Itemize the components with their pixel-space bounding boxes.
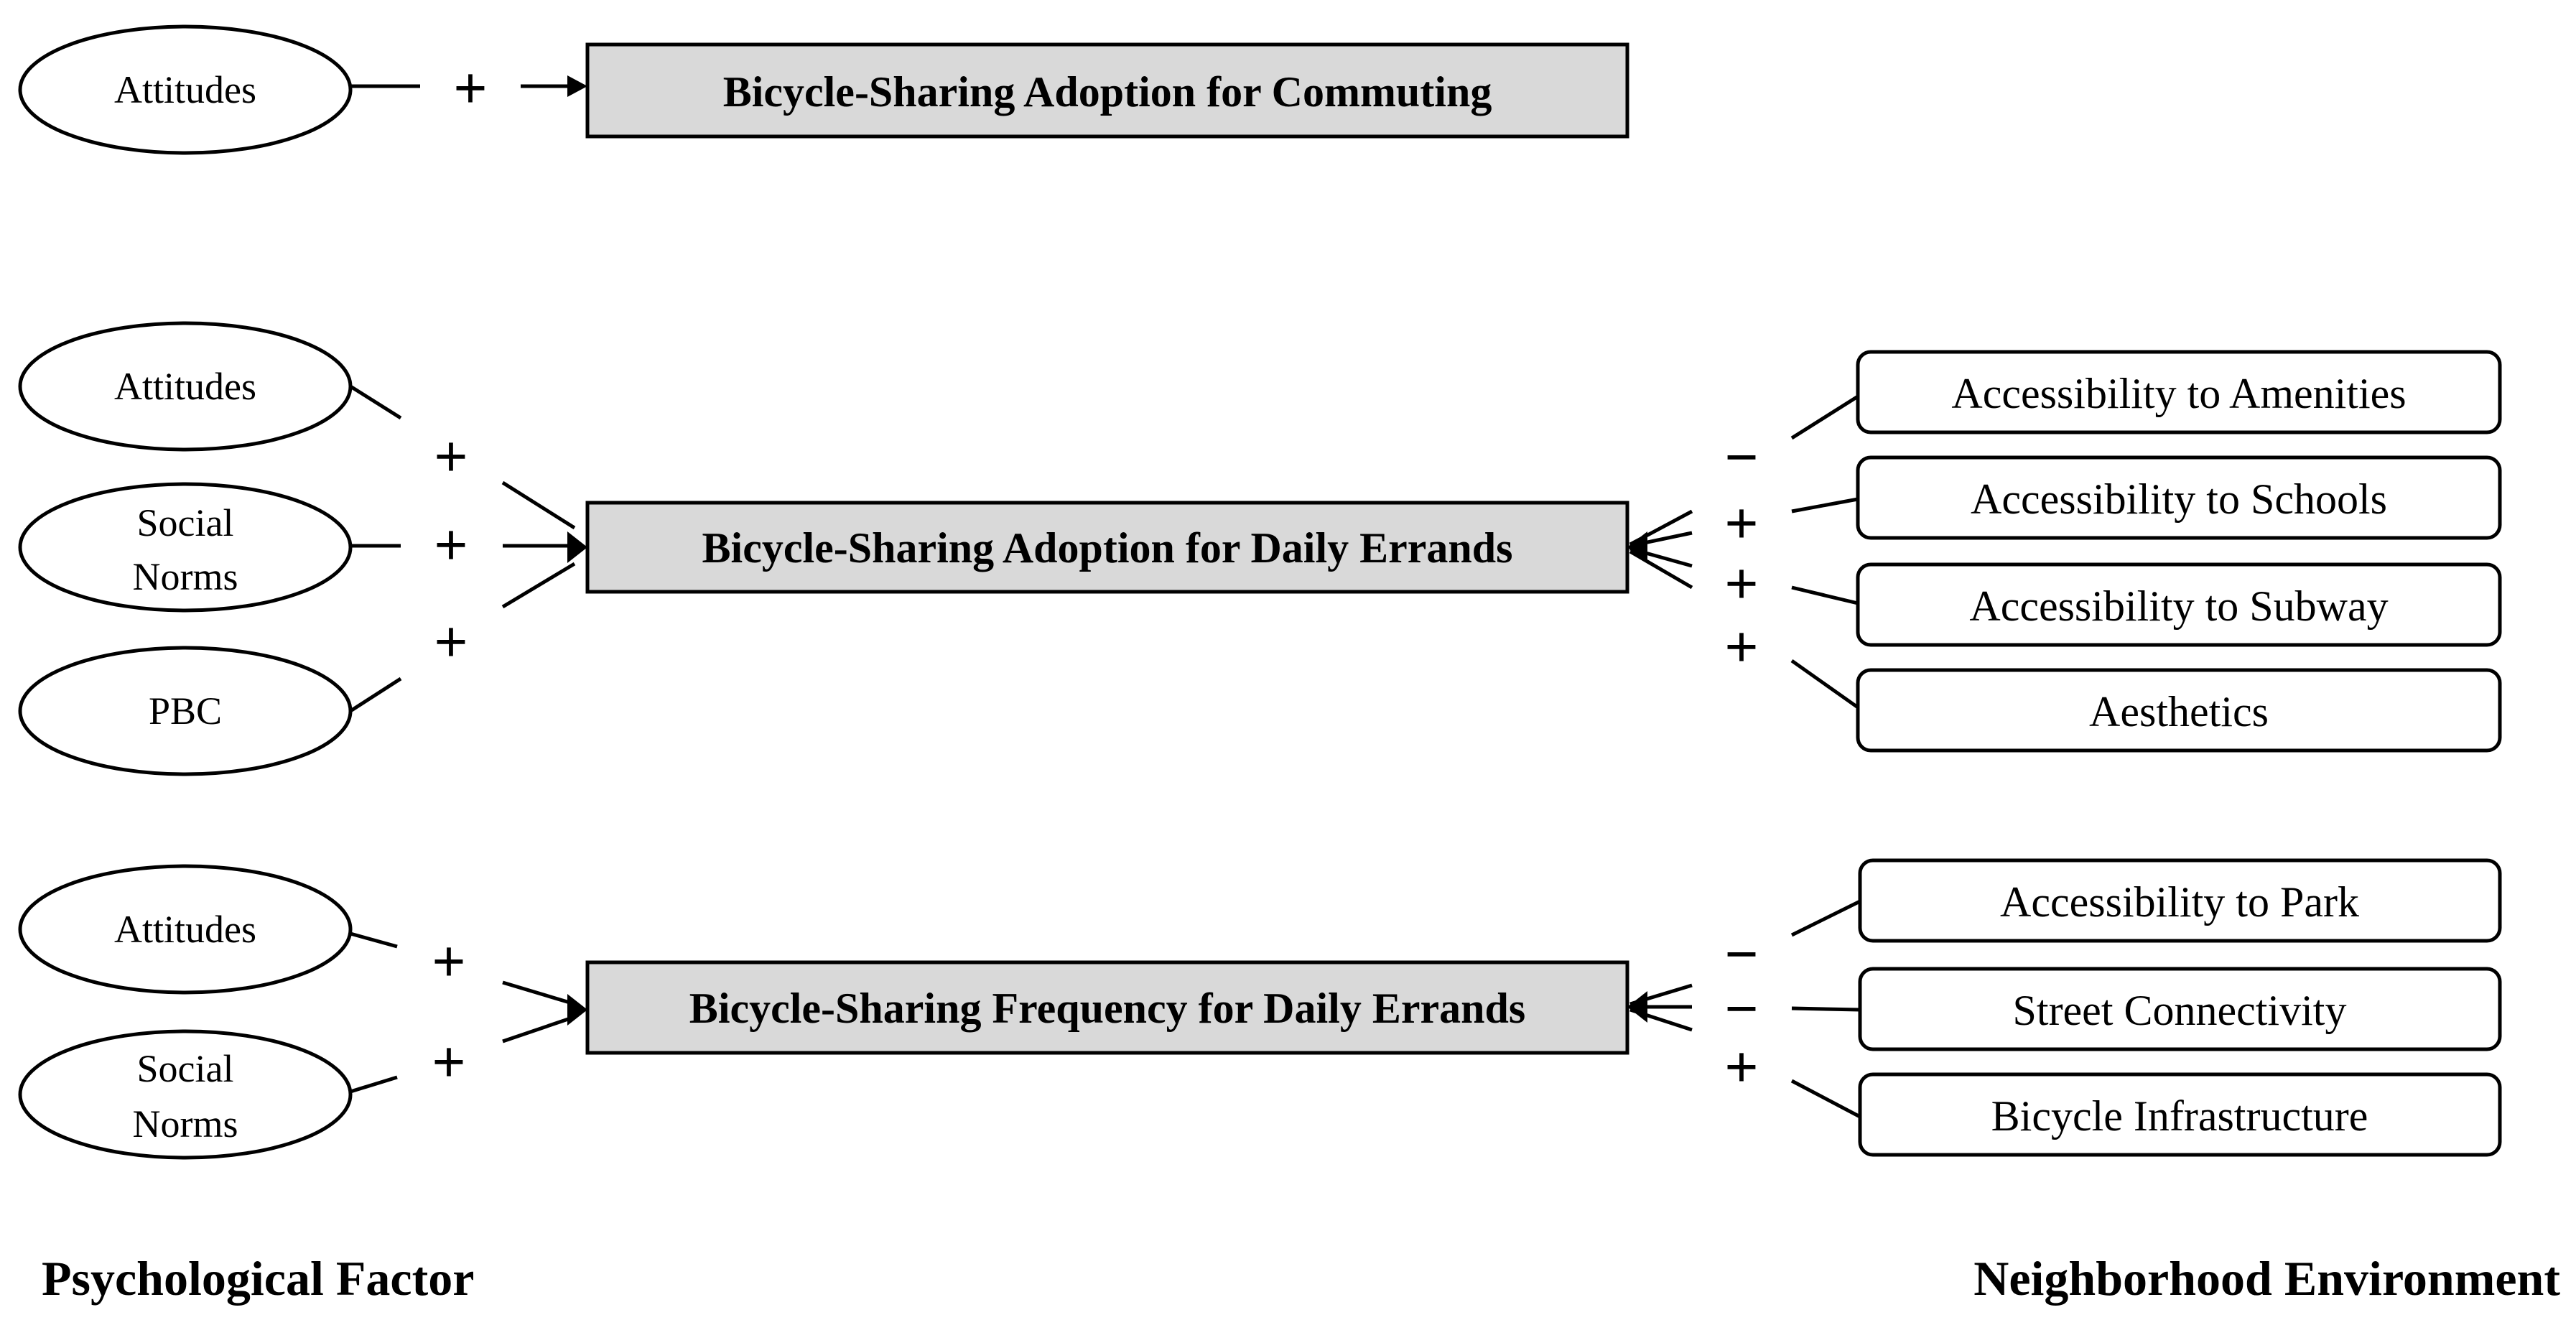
env-box-accessibility-park xyxy=(1858,858,2502,943)
errands-frequency-outcome-box xyxy=(585,960,1629,1055)
errands-adoption-social-norms-label-2: Norms xyxy=(133,555,238,598)
errands-frequency-outcome-label: Bicycle-Sharing Frequency for Daily Erra… xyxy=(689,985,1525,1032)
errands-adoption-env-connector-3a xyxy=(1629,547,1693,568)
errands-adoption-outcome-box xyxy=(585,501,1629,594)
env-box-accessibility-amenities xyxy=(1856,350,2502,434)
errands-adoption-psych-sign-1: + xyxy=(434,424,468,488)
errands-adoption-env-connector-4b xyxy=(1790,659,1859,710)
commuting-outcome-box xyxy=(585,42,1629,139)
commuting-outcome-label: Bicycle-Sharing Adoption for Commuting xyxy=(723,68,1492,116)
commuting-attitudes-label: Attitudes xyxy=(114,68,256,111)
errands-adoption-pbc-label: PBC xyxy=(149,689,222,733)
errands-adoption-pbc-connector-b xyxy=(501,562,576,609)
errands-adoption-attitudes-connector-a xyxy=(349,384,402,420)
errands-frequency-env-connector-1a xyxy=(1629,983,1693,1006)
errands-frequency-psych-sign-1: + xyxy=(432,929,466,993)
errands-frequency-env-sign-3: + xyxy=(1725,1035,1759,1099)
errands-frequency-attitudes-label: Attitudes xyxy=(114,908,256,951)
env-box-accessibility-schools xyxy=(1856,455,2502,540)
env-label-accessibility-subway: Accessibility to Subway xyxy=(1969,582,2388,630)
errands-frequency-psych-sign-2: + xyxy=(432,1030,466,1094)
errands-adoption-env-sign-4: + xyxy=(1725,615,1759,679)
commuting-sign: + xyxy=(454,56,488,120)
env-label-street-connectivity: Street Connectivity xyxy=(2013,987,2347,1034)
errands-adoption-env-connector-2a xyxy=(1629,531,1693,548)
errands-adoption-psych-sign-3: + xyxy=(434,610,468,674)
errands-frequency-social-norms-label-1: Social xyxy=(137,1047,234,1090)
errands-frequency-env-sign-1: − xyxy=(1725,922,1759,986)
commuting-arrowhead xyxy=(567,75,587,97)
errands-adoption-env-sign-2: + xyxy=(1725,491,1759,555)
errands-frequency-env-connector-2b xyxy=(1791,1006,1861,1012)
env-box-bicycle-infrastructure xyxy=(1858,1072,2502,1157)
errands-adoption-env-sign-3: + xyxy=(1725,552,1759,615)
commuting-group: Attitudes + Bicycle-Sharing Adoption for… xyxy=(18,24,1629,155)
env-box-street-connectivity xyxy=(1858,967,2502,1051)
errands-adoption-env-connector-2b xyxy=(1791,497,1859,513)
errands-frequency-social-norms-connector-a xyxy=(350,1075,398,1094)
errands-adoption-env-connector-3b xyxy=(1791,585,1859,605)
errands-adoption-attitudes-connector-b xyxy=(501,480,576,530)
footer-neighborhood-environment: Neighborhood Environment xyxy=(1973,1251,2560,1306)
errands-adoption-env-connector-4a xyxy=(1629,549,1693,590)
errands-frequency-attitudes-connector-b xyxy=(502,980,575,1006)
errands-adoption-pbc-connector-a xyxy=(349,677,402,713)
env-label-accessibility-amenities: Accessibility to Amenities xyxy=(1951,370,2406,417)
errands-frequency-env-connector-3b xyxy=(1790,1079,1861,1119)
errands-frequency-left-arrowhead xyxy=(567,994,587,1026)
errands-adoption-outcome-label: Bicycle-Sharing Adoption for Daily Erran… xyxy=(702,524,1513,572)
env-label-bicycle-infrastructure: Bicycle Infrastructure xyxy=(1991,1092,2368,1140)
errands-adoption-env-connector-1a xyxy=(1629,509,1693,547)
errands-frequency-social-norms-connector-b xyxy=(502,1015,575,1044)
errands-frequency-env-sign-2: − xyxy=(1725,977,1759,1041)
errands-frequency-env-connector-1b xyxy=(1790,899,1861,937)
errands-frequency-env-connector-3a xyxy=(1629,1008,1693,1032)
errands-adoption-attitudes-label: Attitudes xyxy=(114,365,256,408)
errands-adoption-left-arrowhead xyxy=(567,531,587,563)
errands-adoption-env-connector-1b xyxy=(1790,394,1859,440)
errands-adoption-group: Attitudes Social Norms PBC + + + Bicycle… xyxy=(18,321,2502,776)
errands-frequency-attitudes-connector-a xyxy=(350,931,398,949)
env-box-accessibility-subway xyxy=(1856,562,2502,647)
errands-adoption-social-norms-label-1: Social xyxy=(137,501,234,544)
errands-adoption-env-sign-1: − xyxy=(1725,425,1759,489)
errands-frequency-group: Attitudes Social Norms + + Bicycle-Shari… xyxy=(18,858,2502,1160)
env-label-accessibility-schools: Accessibility to Schools xyxy=(1971,475,2387,523)
commuting-attitudes-ellipse xyxy=(18,24,353,155)
env-label-aesthetics: Aesthetics xyxy=(2089,688,2269,735)
errands-frequency-attitudes-ellipse xyxy=(18,864,353,995)
errands-frequency-social-norms-label-2: Norms xyxy=(133,1102,238,1145)
errands-adoption-psych-sign-2: + xyxy=(434,513,468,577)
env-label-accessibility-park: Accessibility to Park xyxy=(2000,878,2359,926)
env-box-aesthetics xyxy=(1856,668,2502,753)
errands-frequency-social-norms-ellipse xyxy=(18,1029,353,1160)
footer-psychological-factor: Psychological Factor xyxy=(42,1251,474,1306)
